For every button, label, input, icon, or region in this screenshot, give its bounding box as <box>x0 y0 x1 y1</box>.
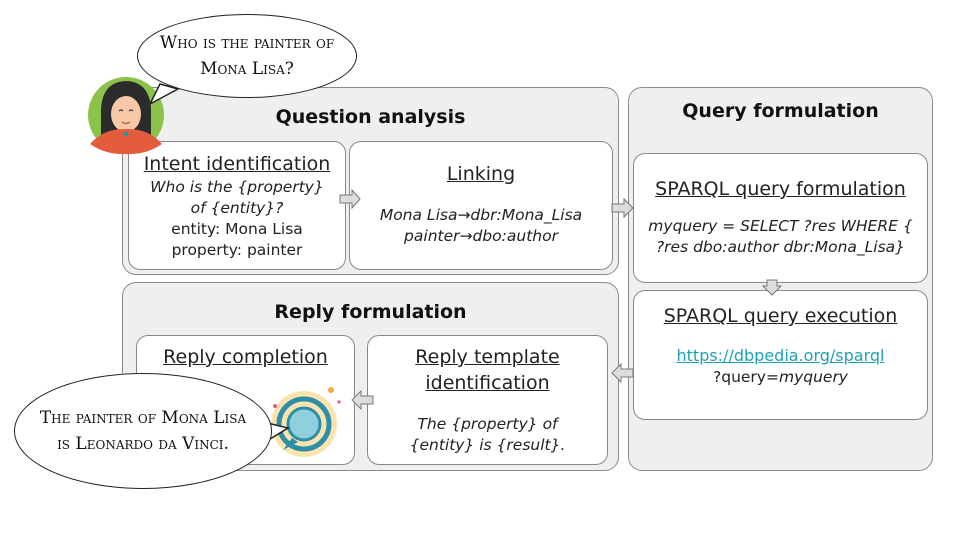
arrow-linking-to-sparql <box>611 197 634 219</box>
user-question-bubble: Who is the painter of Mona Lisa? <box>137 14 357 98</box>
arrow-formulation-to-execution <box>761 279 783 296</box>
intent-identification-box: Intent identification Who is the {proper… <box>128 141 346 270</box>
sparql-query-param: ?query=myquery <box>634 367 927 388</box>
sparql-formulation-line2: ?res dbo:author dbr:Mona_Lisa} <box>655 238 906 256</box>
sparql-formulation-box: SPARQL query formulation myquery = SELEC… <box>633 153 928 283</box>
sparql-execution-title: SPARQL query execution <box>663 305 898 327</box>
intent-pattern-line2: of {entity}? <box>190 199 284 217</box>
linking-box: Linking Mona Lisa→dbr:Mona_Lisa painter→… <box>349 141 613 270</box>
intent-identification-title: Intent identification <box>143 153 331 175</box>
user-question-line1: Who is the painter of <box>159 33 335 53</box>
reply-template-box: Reply template identification The {prope… <box>367 335 608 465</box>
reply-template-title-line2: identification <box>425 372 550 394</box>
question-bubble-tail <box>148 83 181 106</box>
linking-line1: Mona Lisa→dbr:Mona_Lisa <box>379 206 583 224</box>
reply-template-title-line1: Reply template <box>415 346 560 368</box>
sparql-execution-box: SPARQL query execution https://dbpedia.o… <box>633 290 928 420</box>
arrow-execution-to-template <box>611 362 634 384</box>
reply-completion-title: Reply completion <box>163 346 328 368</box>
query-var: myquery <box>778 368 848 386</box>
chatbot-icon <box>271 387 341 457</box>
dbpedia-endpoint-link[interactable]: https://dbpedia.org/sparql <box>676 346 885 365</box>
user-avatar <box>88 77 164 155</box>
linking-line2: painter→dbo:author <box>404 227 558 245</box>
question-analysis-title: Question analysis <box>275 106 466 128</box>
linking-title: Linking <box>446 163 516 185</box>
arrow-template-to-completion <box>351 389 374 411</box>
bot-answer-line1: The painter of Mona Lisa <box>39 408 247 428</box>
intent-property-line: property: painter <box>171 241 303 259</box>
arrow-intent-to-linking <box>339 188 361 210</box>
bot-answer-line2: is Leonardo da Vinci. <box>57 434 229 454</box>
sparql-formulation-title: SPARQL query formulation <box>655 178 906 200</box>
user-question-line2: Mona Lisa? <box>200 59 294 79</box>
reply-template-line1: The {property} of <box>417 415 558 433</box>
bot-answer-bubble: The painter of Mona Lisa is Leonardo da … <box>14 373 272 489</box>
reply-formulation-title: Reply formulation <box>274 301 467 323</box>
query-prefix: ?query= <box>713 368 779 386</box>
query-formulation-title: Query formulation <box>682 100 879 122</box>
reply-template-line2: {entity} is {result}. <box>409 436 566 454</box>
intent-entity-line: entity: Mona Lisa <box>171 220 303 238</box>
intent-pattern-line1: Who is the {property} <box>150 178 324 196</box>
sparql-formulation-line1: myquery = SELECT ?res WHERE { <box>648 217 913 235</box>
